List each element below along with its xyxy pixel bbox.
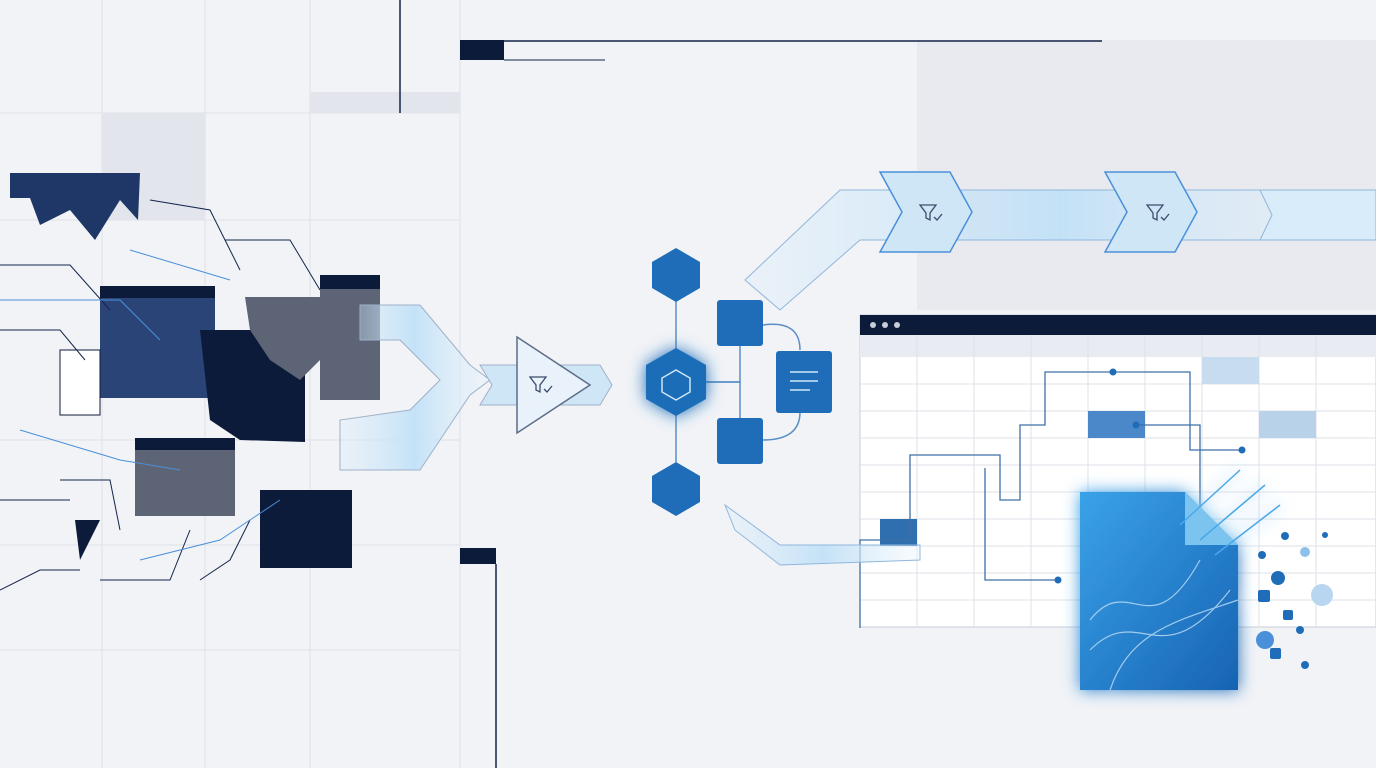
filter-check-icon [528, 376, 553, 394]
filter-stage [479, 335, 613, 435]
grid-tile [310, 92, 460, 113]
filter-check-icon [918, 204, 943, 222]
chaotic-data-fragments [0, 173, 380, 591]
data-particles [1256, 532, 1333, 669]
grid-tile [102, 113, 205, 220]
hexagon-node-icon [646, 348, 706, 416]
node-square [717, 300, 763, 346]
hexagon-node-icon [661, 369, 691, 401]
hexagon-node-icon [652, 462, 700, 516]
top-pipeline [744, 171, 1376, 311]
incoming-stream [339, 304, 491, 471]
hexagon-node-icon [652, 248, 700, 302]
report-file-icon [1080, 469, 1281, 691]
filter-check-icon [1145, 204, 1170, 222]
filter-stage [1103, 171, 1198, 253]
accent-bar [460, 548, 496, 564]
node-square [717, 418, 763, 464]
filter-stage [878, 171, 973, 253]
accent-bar [460, 40, 504, 60]
lower-stream [723, 503, 921, 566]
central-hub [646, 248, 832, 516]
document-lines-icon [776, 351, 832, 413]
